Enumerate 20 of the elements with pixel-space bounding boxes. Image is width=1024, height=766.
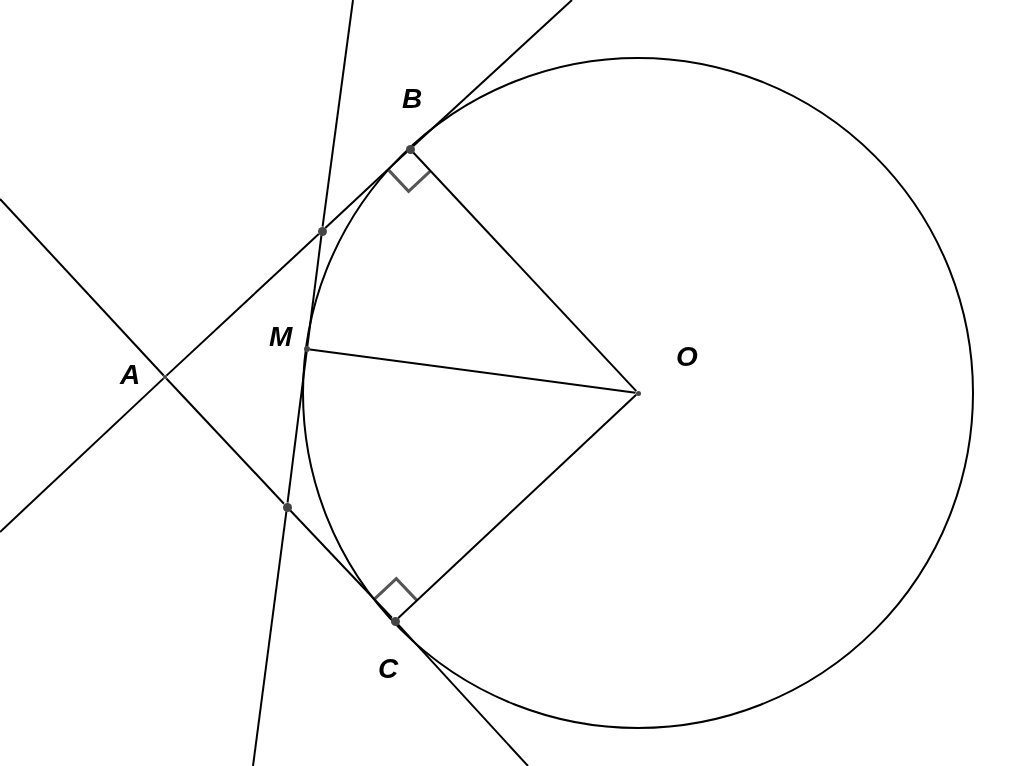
line-segment xyxy=(324,151,408,229)
line-segment xyxy=(397,393,638,619)
line-segment xyxy=(0,377,165,533)
point-label: O xyxy=(676,343,698,371)
line-segment xyxy=(412,151,638,393)
line-segment xyxy=(308,348,637,394)
line-segment xyxy=(165,377,285,505)
line-segment xyxy=(0,198,165,377)
line-segment xyxy=(252,510,288,766)
line-segment xyxy=(397,623,529,766)
point-label: M xyxy=(269,323,293,351)
point-label: C xyxy=(378,655,399,683)
line-segment xyxy=(412,0,573,147)
line-segment xyxy=(289,509,393,619)
line-segment xyxy=(286,351,308,504)
line-segment xyxy=(306,234,323,347)
line-segment xyxy=(165,233,320,377)
point-label: A xyxy=(120,361,141,389)
point-label: B xyxy=(402,85,423,113)
line-segment xyxy=(321,0,354,228)
